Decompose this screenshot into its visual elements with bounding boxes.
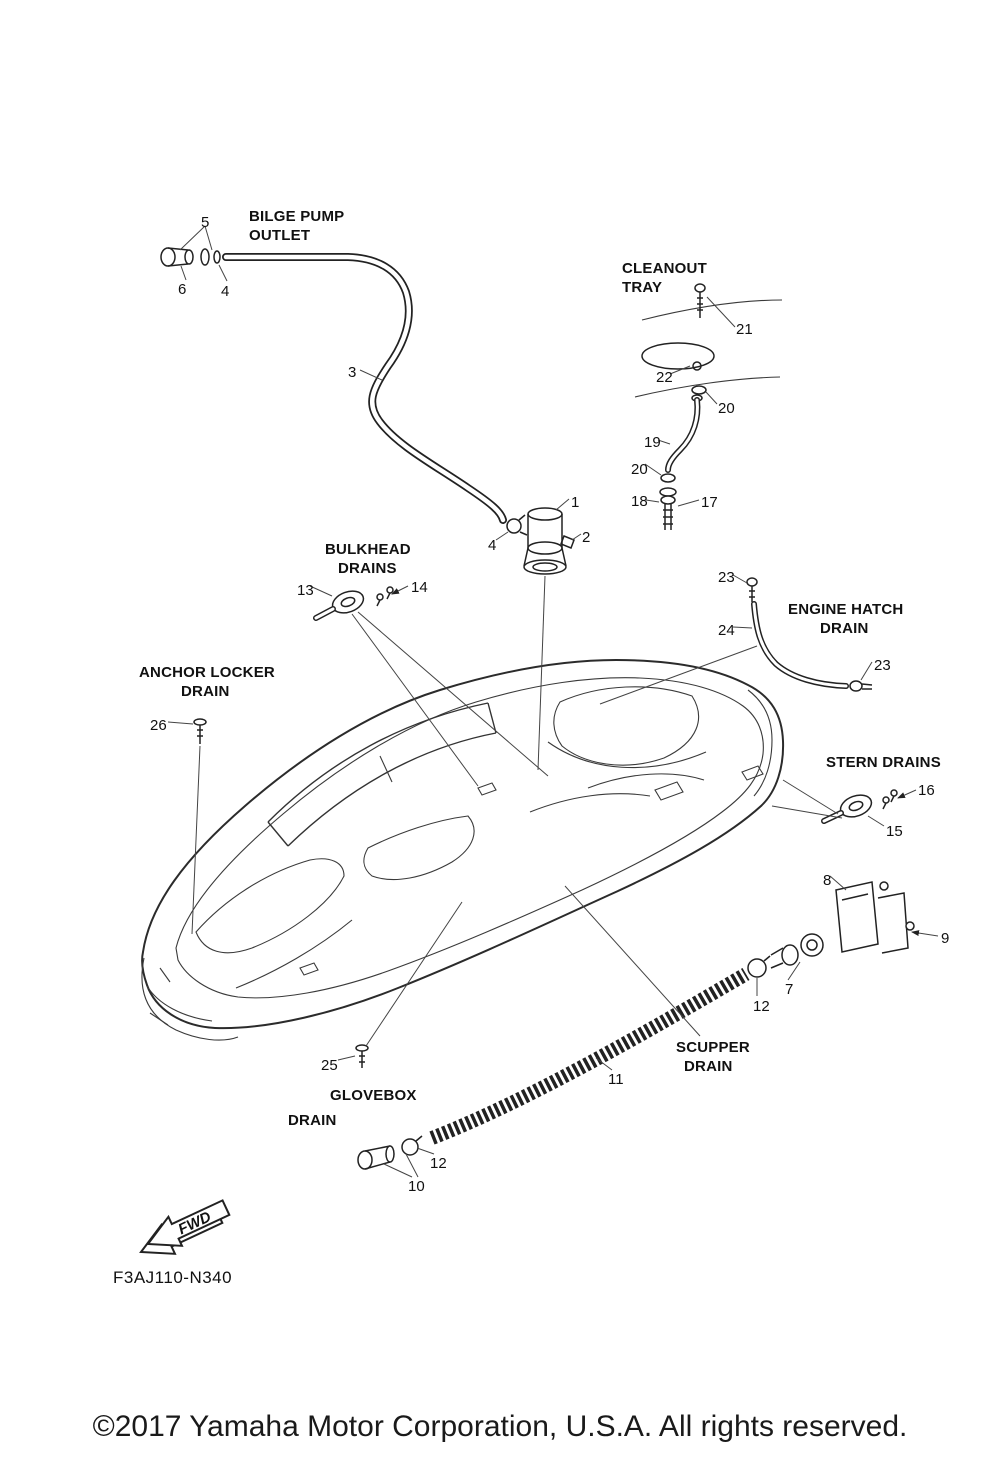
label-stern-drains: STERN DRAINS	[826, 754, 941, 771]
callout-6: 6	[178, 281, 187, 298]
callout-24: 24	[718, 622, 735, 639]
callout-11: 11	[608, 1071, 624, 1088]
callout-7: 7	[785, 981, 794, 998]
callout-4-a: 4	[221, 283, 230, 300]
callout-23-b: 23	[874, 657, 891, 674]
callout-23-a: 23	[718, 569, 735, 586]
callout-25: 25	[321, 1057, 338, 1074]
callout-1: 1	[571, 494, 580, 511]
callout-16: 16	[918, 782, 935, 799]
stern-bracket	[829, 875, 939, 954]
stern-drain-fitting	[771, 779, 917, 827]
copyright-text: ©2017 Yamaha Motor Corporation, U.S.A. A…	[92, 1410, 908, 1443]
callout-2: 2	[582, 529, 591, 546]
callout-19: 19	[644, 434, 661, 451]
callout-12-b: 12	[430, 1155, 447, 1172]
callout-13: 13	[297, 582, 314, 599]
label-scupper-line1: SCUPPER	[676, 1039, 750, 1056]
callout-12-a: 12	[753, 998, 770, 1015]
callout-14: 14	[411, 579, 428, 596]
anchor-locker-screw	[167, 718, 207, 935]
callout-22: 22	[656, 369, 673, 386]
callout-20-a: 20	[718, 400, 735, 417]
label-engine-hatch-line1: ENGINE HATCH	[788, 601, 904, 618]
callout-3: 3	[348, 364, 357, 381]
callout-17: 17	[701, 494, 718, 511]
label-anchor-line2: DRAIN	[181, 683, 230, 700]
bulkhead-drain-fitting	[309, 585, 549, 787]
callout-21: 21	[736, 321, 753, 338]
label-cleanout-line2: TRAY	[622, 279, 663, 296]
callout-8: 8	[823, 872, 832, 889]
callout-4-b: 4	[488, 537, 497, 554]
scupper-fitting-right	[747, 933, 824, 996]
label-bilge-pump-line2: OUTLET	[249, 227, 311, 244]
drain-cylinder	[495, 498, 582, 771]
engine-hatch-drain	[599, 574, 873, 705]
label-cleanout-line1: CLEANOUT	[622, 260, 707, 277]
label-engine-hatch-line2: DRAIN	[820, 620, 869, 637]
callout-5: 5	[201, 214, 210, 231]
label-scupper-line2: DRAIN	[684, 1058, 733, 1075]
callout-26: 26	[150, 717, 167, 734]
glovebox-screw	[337, 901, 463, 1068]
scupper-hose	[429, 885, 750, 1145]
label-anchor-line1: ANCHOR LOCKER	[139, 664, 275, 681]
callout-9: 9	[941, 930, 950, 947]
fwd-arrow: FWD	[139, 1199, 231, 1255]
label-glovebox-line2: DRAIN	[288, 1112, 337, 1129]
scupper-fitting-left	[357, 1135, 435, 1178]
label-glovebox-line1: GLOVEBOX	[330, 1087, 417, 1104]
label-bulkhead-line2: DRAINS	[338, 560, 397, 577]
callout-15: 15	[886, 823, 903, 840]
callout-20-b: 20	[631, 461, 648, 478]
part-code: F3AJ110-N340	[113, 1268, 233, 1287]
label-bilge-pump-line1: BILGE PUMP	[249, 208, 345, 225]
boat-hull	[141, 658, 785, 1041]
callout-18: 18	[631, 493, 648, 510]
callout-10: 10	[408, 1178, 425, 1195]
bilge-pump-fitting	[160, 225, 228, 282]
label-bulkhead-line1: BULKHEAD	[325, 541, 411, 558]
bilge-hose	[222, 253, 507, 524]
cleanout-tray	[634, 283, 783, 530]
